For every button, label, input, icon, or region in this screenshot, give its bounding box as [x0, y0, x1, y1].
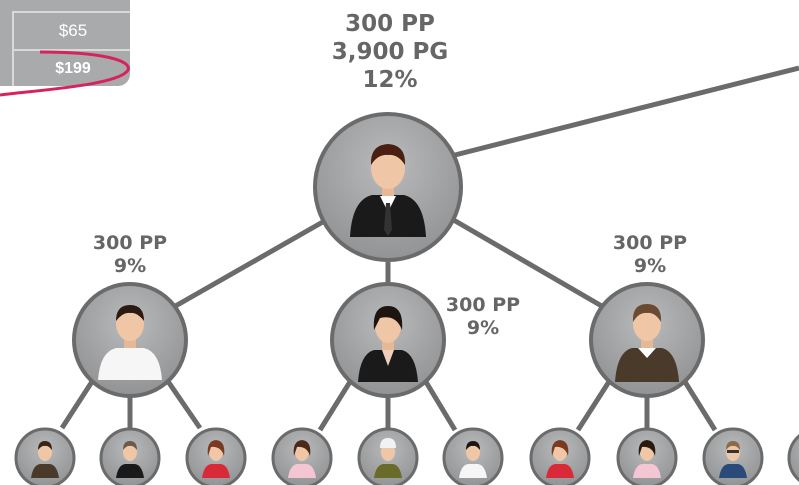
- left-node-pp: 300 PP: [92, 232, 168, 254]
- person-pink-woman-icon: [633, 464, 661, 478]
- person-blue-glasses-icon: [719, 464, 747, 478]
- bottom-node-9: [702, 427, 764, 485]
- price-table: $65 $199: [0, 0, 130, 86]
- connector-left-1: [59, 375, 98, 430]
- left-node-percent: 9%: [113, 255, 147, 278]
- connector-top-offscreen: [454, 65, 799, 158]
- person-red-woman-icon: [546, 464, 574, 478]
- center-node: [330, 282, 446, 398]
- top-node-label: 300 PP 3,900 PG 12%: [300, 10, 480, 94]
- connector-center-1: [317, 375, 356, 432]
- person-pink-woman-icon: [288, 464, 316, 478]
- connector-center-3: [420, 375, 458, 432]
- bottom-node-3: [185, 427, 247, 485]
- right-node: [589, 282, 705, 398]
- price-row-2-highlighted: $199: [12, 49, 130, 86]
- price-row-1: $65: [12, 11, 130, 49]
- left-node: [72, 282, 188, 398]
- top-node-percent: 12%: [362, 67, 418, 94]
- connector-top-right: [443, 212, 614, 315]
- person-black-suit-icon: [116, 464, 144, 478]
- highlight-ellipse: [0, 50, 130, 97]
- top-node-pp: 300 PP: [345, 11, 435, 37]
- bottom-node-4: [271, 427, 333, 485]
- bottom-node-6: [442, 427, 504, 485]
- left-node-label: 300 PP 9%: [75, 232, 185, 278]
- center-node-label: 300 PP 9%: [428, 294, 538, 340]
- bottom-node-10-partial: [787, 434, 799, 482]
- person-red-woman-icon: [202, 464, 230, 478]
- person-white-icon: [459, 464, 487, 478]
- right-node-label: 300 PP 9%: [595, 232, 705, 278]
- person-brown-sweater-icon: [615, 304, 679, 382]
- connector-right-1: [575, 375, 615, 432]
- top-node: [313, 112, 463, 262]
- top-node-pg: 3,900 PG: [331, 39, 449, 66]
- center-node-pp: 300 PP: [445, 294, 521, 316]
- connector-top-left: [163, 212, 337, 315]
- bottom-node-8: [616, 427, 678, 485]
- person-woman-black-icon: [358, 306, 418, 382]
- bottom-node-7: [529, 427, 591, 485]
- person-suit-tie-icon: [350, 144, 426, 237]
- person-olive-cap-icon: [374, 464, 402, 478]
- bottom-node-2: [99, 427, 161, 485]
- center-node-percent: 9%: [466, 317, 500, 340]
- connector-left-3: [162, 375, 203, 430]
- connectors: [59, 65, 799, 432]
- bottom-node-1: [14, 427, 76, 485]
- right-node-percent: 9%: [633, 255, 667, 278]
- bottom-node-5: [357, 427, 419, 485]
- person-white-shirt-icon: [98, 305, 162, 380]
- connector-right-3: [679, 375, 718, 432]
- right-node-pp: 300 PP: [612, 232, 688, 254]
- person-brown-icon: [31, 464, 59, 478]
- bottom-row: [14, 427, 799, 485]
